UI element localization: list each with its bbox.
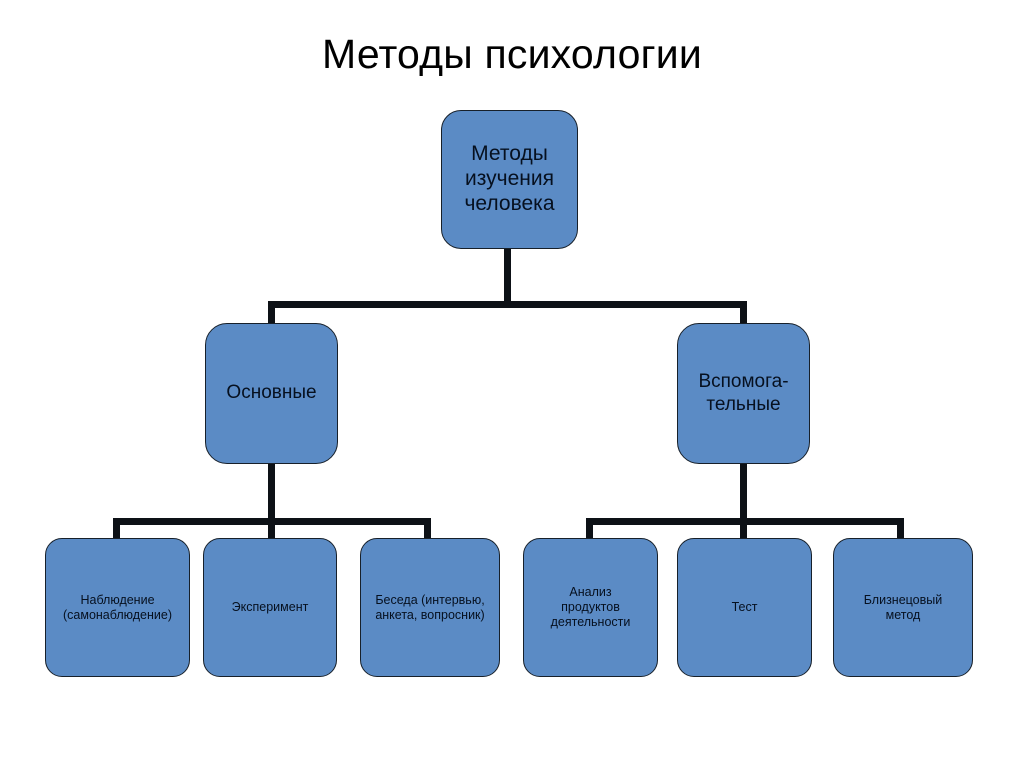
connector-root-stem — [504, 249, 511, 307]
node-label: Методы изучения человека — [464, 142, 555, 215]
connector-drop-branch-right — [740, 301, 747, 326]
node-label: Вспомога- тельные — [698, 371, 789, 415]
node-label: Анализ продуктов деятельности — [550, 585, 631, 629]
node-leaf-bliznecovyj-metod[interactable]: Близнецовый метод — [833, 538, 973, 677]
node-branch-vspomogatelnye[interactable]: Вспомога- тельные — [677, 323, 810, 464]
connector-drop-leaf-bliznecovyj — [897, 518, 904, 540]
connector-drop-branch-left — [268, 301, 275, 326]
node-root-methods-of-studying-human[interactable]: Методы изучения человека — [441, 110, 578, 249]
connector-level1-bus — [268, 301, 747, 308]
page-title: Методы психологии — [322, 31, 702, 77]
node-leaf-beseda[interactable]: Беседа (интервью, анкета, вопросник) — [360, 538, 500, 677]
node-leaf-analiz-produktov[interactable]: Анализ продуктов деятельности — [523, 538, 658, 677]
node-leaf-eksperiment[interactable]: Эксперимент — [203, 538, 337, 677]
node-leaf-test[interactable]: Тест — [677, 538, 812, 677]
node-label: Основные — [226, 382, 317, 404]
node-label: Беседа (интервью, анкета, вопросник) — [375, 592, 485, 622]
connector-left-branch-stem — [268, 464, 275, 523]
connector-drop-leaf-beseda — [424, 518, 431, 540]
node-label: Эксперимент — [231, 600, 309, 615]
node-branch-osnovnye[interactable]: Основные — [205, 323, 338, 464]
connector-drop-leaf-test — [740, 518, 747, 540]
connector-drop-leaf-analiz — [586, 518, 593, 540]
connector-right-branch-stem — [740, 464, 747, 523]
node-label: Тест — [731, 600, 758, 615]
node-leaf-nabludenie[interactable]: Наблюдение (самонаблюдение) — [45, 538, 190, 677]
node-label: Наблюдение (самонаблюдение) — [62, 592, 172, 622]
node-label: Близнецовый метод — [863, 592, 943, 622]
connector-drop-leaf-nabludenie — [113, 518, 120, 540]
connector-drop-leaf-eksperiment — [268, 518, 275, 540]
